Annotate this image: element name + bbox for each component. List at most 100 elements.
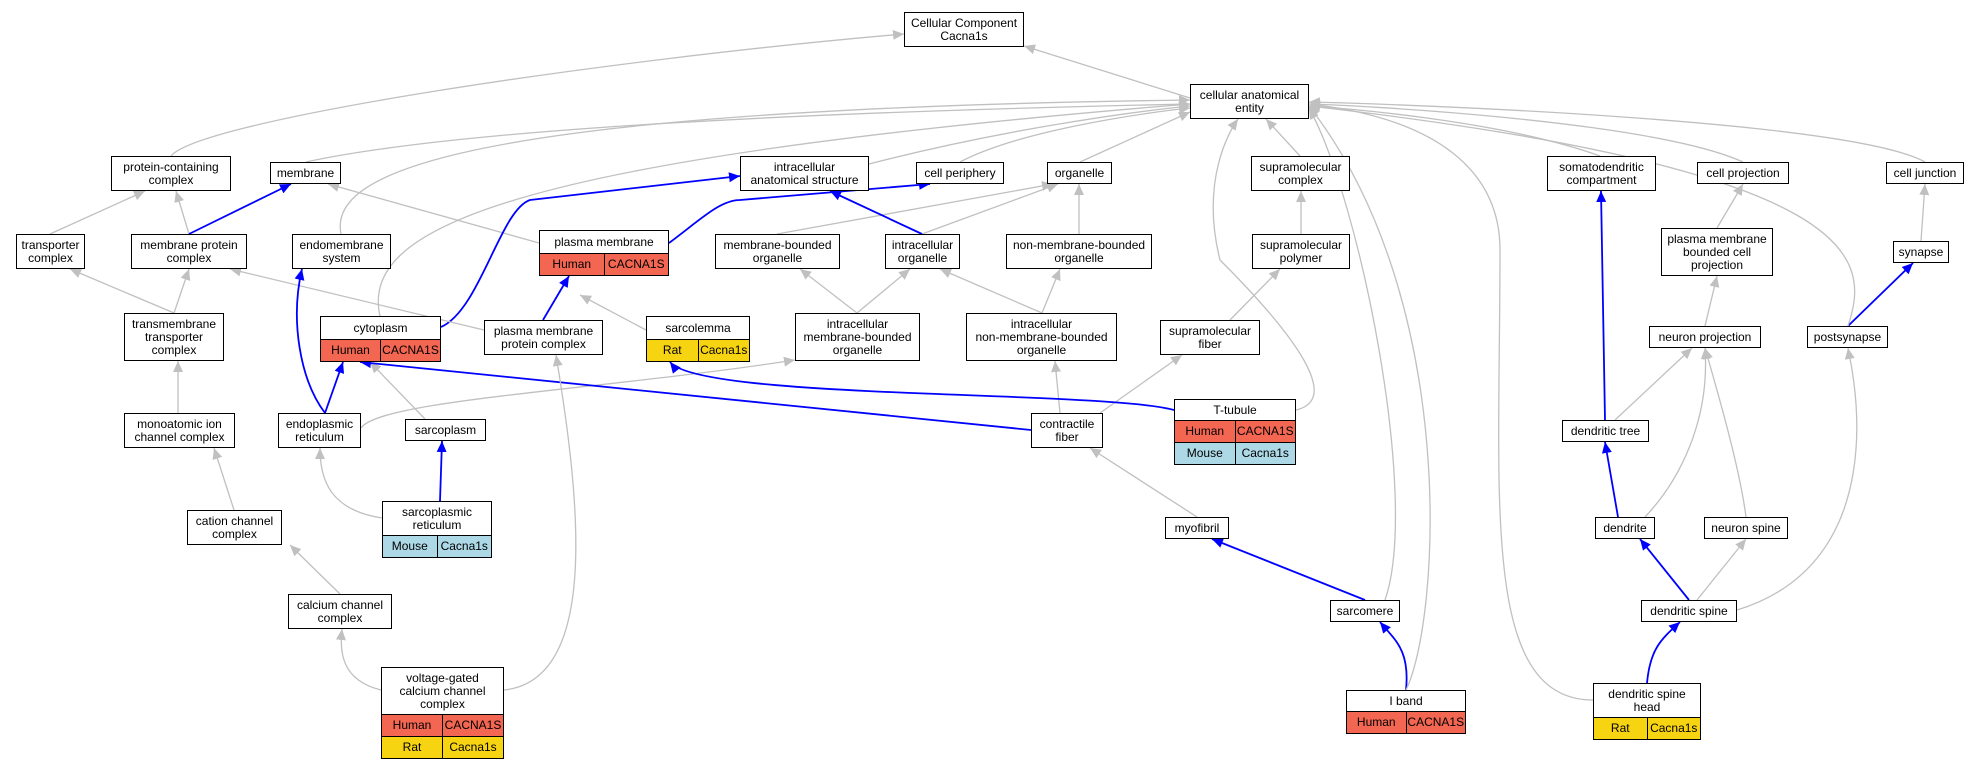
edge-io-org [921,183,1059,235]
node-label: sarcoplasmic reticulum [401,504,473,532]
node-endoplasmic-reticulum[interactable]: endoplasmic reticulum [278,413,361,448]
edge-sr-sp [436,440,447,502]
edge-imbo-mbo [799,268,858,314]
node-intracellular-anatomical-structure[interactable]: intracellular anatomical structure [740,156,869,191]
node-cell-projection[interactable]: cell projection [1697,162,1789,184]
edge-smf-smp [1229,268,1281,321]
edge-vgcc-pmpc [503,354,577,691]
edge-cper-cae [959,104,1191,163]
gene-tag: CACNA1S [1234,421,1296,442]
node-membrane[interactable]: membrane [270,162,341,184]
species-tag: Rat [662,343,682,357]
node-supramolecular-fiber[interactable]: supramolecular fiber [1160,320,1260,355]
edge-mbo-org [776,181,1054,235]
gene-tag: Cacna1s [442,737,503,758]
node-sarcomere[interactable]: sarcomere [1330,600,1400,622]
node-cation-channel-complex[interactable]: cation channel complex [187,510,282,545]
gene-tag: Cacna1s [436,536,492,557]
node-transporter-complex[interactable]: transporter complex [16,234,85,269]
node-label: plasma membrane protein complex [493,323,594,351]
node-label: supramolecular fiber [1168,323,1252,351]
node-dendritic-tree[interactable]: dendritic tree [1562,420,1649,442]
node-dendritic-spine[interactable]: dendritic spine [1641,600,1737,622]
edge-den-dt [1601,441,1619,518]
node-supramolecular-polymer[interactable]: supramolecular polymer [1252,234,1350,269]
node-label: dendritic spine head [1608,686,1686,714]
edge-cf-smf [1099,354,1183,414]
node-label: contractile fiber [1039,416,1095,444]
node-endomembrane-system[interactable]: endomembrane system [292,234,391,269]
node-cell-periphery[interactable]: cell periphery [916,162,1004,184]
edge-dsh-ds [1646,621,1681,684]
node-membrane-bounded-organelle[interactable]: membrane-bounded organelle [715,234,840,269]
edge-ds-nsp [1696,538,1747,601]
node-intracellular-non-membrane-bounded-organelle[interactable]: intracellular non-membrane-bounded organ… [966,313,1117,361]
node-neuron-spine[interactable]: neuron spine [1704,517,1788,539]
edge-cac-ccc [289,544,341,595]
node-somatodendritic-compartment[interactable]: somatodendritic compartment [1547,156,1656,191]
node-label: dendritic spine [1650,603,1728,618]
node-supramolecular-complex[interactable]: supramolecular complex [1251,156,1350,191]
edge-sr-er [315,447,383,519]
node-sarcoplasmic-reticulum[interactable]: sarcoplasmic reticulum Mouse Cacna1s [382,501,492,558]
node-postsynapse[interactable]: postsynapse [1807,326,1888,348]
species-tag: Mouse [1186,446,1223,460]
edge-ccc-micc [212,447,235,511]
edge-dt-sdc [1596,190,1607,421]
node-monoatomic-ion-channel-complex[interactable]: monoatomic ion channel complex [124,413,235,448]
node-organelle[interactable]: organelle [1047,162,1112,184]
node-myofibril[interactable]: myofibril [1165,517,1229,539]
node-label: protein-containing complex [123,159,219,187]
node-plasma-membrane-protein-complex[interactable]: plasma membrane protein complex [484,320,603,355]
node-neuron-projection[interactable]: neuron projection [1649,326,1761,348]
edge-vgcc-cac [335,628,382,691]
node-calcium-channel-complex[interactable]: calcium channel complex [288,594,392,629]
edge-pm-mem [327,182,540,244]
edge-mem-cae [305,99,1191,163]
gene-tag: Cacna1s [1234,443,1296,464]
node-cellular-anatomical-entity[interactable]: cellular anatomical entity [1190,84,1309,119]
edge-nsp-np [1703,347,1747,518]
node-label: dendrite [1603,520,1647,535]
node-transmembrane-transporter-complex[interactable]: transmembrane transporter complex [124,313,224,361]
node-label: plasma membrane bounded cell projection [1667,231,1767,272]
node-plasma-membrane-bounded-cell-projection[interactable]: plasma membrane bounded cell projection [1661,228,1773,276]
node-non-membrane-bounded-organelle[interactable]: non-membrane-bounded organelle [1006,234,1152,269]
species-tag: Rat [402,740,422,754]
node-cell-junction[interactable]: cell junction [1886,162,1964,184]
edge-smc-cae [1265,118,1301,157]
edge-ib-sm [1379,621,1408,691]
node-label: cell periphery [924,165,996,180]
node-label: calcium channel complex [296,597,384,625]
edge-mpc-mem [188,183,292,235]
node-label: synapse [1898,244,1944,259]
node-voltage-gated-calcium-channel-complex[interactable]: voltage-gated calcium channel complex Hu… [381,667,504,759]
node-synapse[interactable]: synapse [1893,241,1949,263]
node-protein-containing-complex[interactable]: protein-containing complex [111,156,231,191]
node-sarcoplasm[interactable]: sarcoplasm [405,419,486,441]
node-label: plasma membrane [554,234,654,249]
node-membrane-protein-complex[interactable]: membrane protein complex [131,234,247,269]
species-tag: Mouse [391,539,428,553]
node-label: sarcolemma [665,320,731,335]
node-intracellular-membrane-bounded-organelle[interactable]: intracellular membrane-bounded organelle [795,313,920,361]
node-label: neuron projection [1658,329,1752,344]
edge-pmpc-pm [542,275,570,321]
node-label: sarcomere [1336,603,1394,618]
node-intracellular-organelle[interactable]: intracellular organelle [885,234,960,269]
node-contractile-fiber[interactable]: contractile fiber [1031,413,1103,448]
node-label: endoplasmic reticulum [285,416,354,444]
gene-tag: Cacna1s [1646,718,1701,739]
node-label: sarcoplasm [414,422,477,437]
species-tag: Human [552,257,592,271]
node-label: non-membrane-bounded organelle [1012,237,1146,265]
node-dendrite[interactable]: dendrite [1595,517,1655,539]
